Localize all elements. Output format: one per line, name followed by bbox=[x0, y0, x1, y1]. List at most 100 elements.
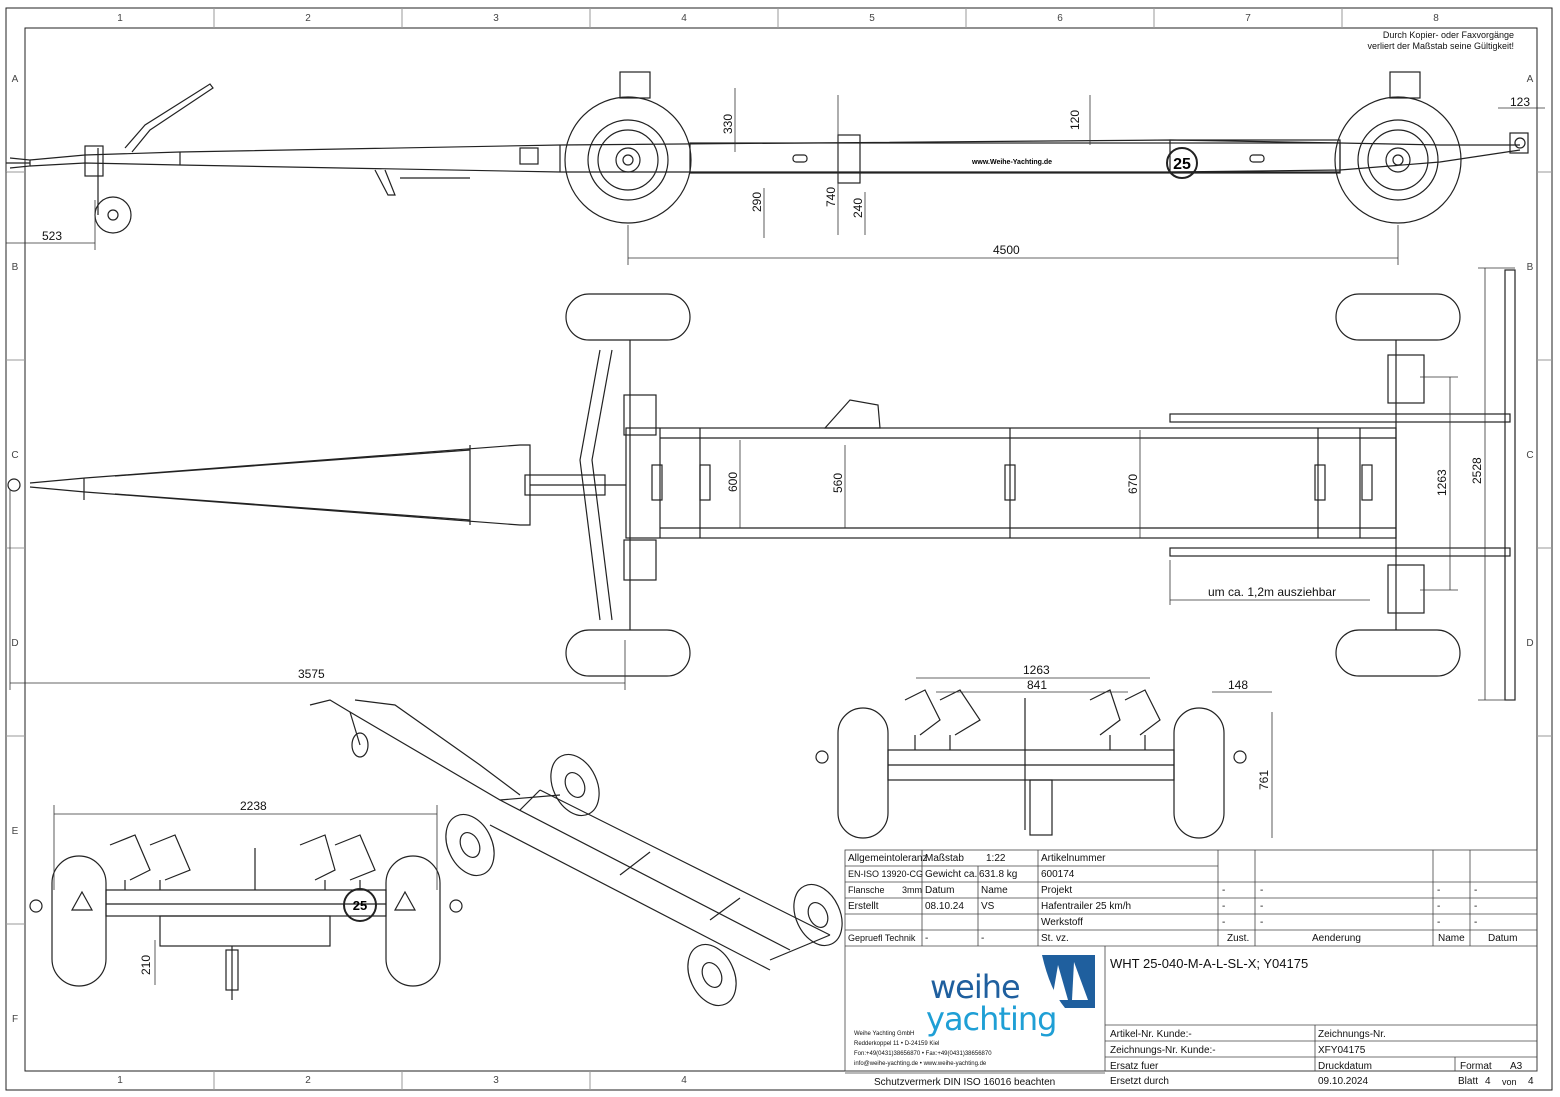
dim-330: 330 bbox=[721, 114, 735, 134]
dim-4500: 4500 bbox=[993, 243, 1020, 257]
dim-600: 600 bbox=[726, 472, 740, 492]
col-label-2: 2 bbox=[305, 13, 311, 24]
tb-massstab-val: 1:22 bbox=[986, 853, 1006, 864]
dim-2528: 2528 bbox=[1470, 457, 1484, 484]
extend-note: um ca. 1,2m ausziehbar bbox=[1208, 585, 1336, 599]
tb-gewicht-val: 631.8 kg bbox=[979, 869, 1018, 880]
tb-name-label: Name bbox=[981, 885, 1008, 896]
tb-rev-dash-2a: - bbox=[1222, 901, 1226, 912]
tb-zeichnung-kunde: Zeichnungs-Nr. Kunde:- bbox=[1110, 1045, 1216, 1056]
row-label-right-c: C bbox=[1526, 450, 1533, 461]
dim-123: 123 bbox=[1510, 95, 1530, 109]
front-view bbox=[29, 834, 463, 1000]
tb-company-line-1: Weihe Yachting GmbH bbox=[854, 1031, 915, 1037]
tb-datum-label: Datum bbox=[925, 885, 955, 896]
tb-geprueft-date: - bbox=[925, 933, 929, 944]
tb-massstab-label: Maßstab bbox=[925, 853, 964, 864]
front-speed-badge: 25 bbox=[353, 898, 367, 913]
tb-von-label: von bbox=[1502, 1077, 1517, 1087]
row-label-right-a: A bbox=[1527, 74, 1534, 85]
dim-523: 523 bbox=[42, 229, 62, 243]
tb-company-line-2: Redderkoppel 11 • D-24159 Kiel bbox=[854, 1041, 940, 1047]
tb-schutzvermerk: Schutzvermerk DIN ISO 16016 beachten bbox=[874, 1077, 1056, 1088]
tb-format-label: Format bbox=[1460, 1061, 1492, 1072]
tb-rev-dash-3a: - bbox=[1222, 917, 1226, 928]
dim-761: 761 bbox=[1257, 770, 1271, 790]
col-label-bottom-1: 1 bbox=[117, 1075, 123, 1086]
dim-560: 560 bbox=[831, 473, 845, 493]
tb-allgemein: Allgemeintoleranz bbox=[848, 853, 928, 864]
tb-blatt-val: 4 bbox=[1485, 1076, 1491, 1087]
title-block-grid bbox=[844, 849, 1538, 1074]
tb-rev-dash-3b: - bbox=[1260, 917, 1264, 928]
side-brand-text: www.Weihe-Yachting.de bbox=[971, 159, 1052, 166]
tb-ersetzt-durch: Ersetzt durch bbox=[1110, 1076, 1169, 1087]
tb-rev-header-datum: Datum bbox=[1488, 933, 1518, 944]
dim-2238: 2238 bbox=[240, 799, 267, 813]
row-label-c: C bbox=[11, 450, 18, 461]
rear-view bbox=[815, 689, 1247, 839]
front-view-dim-labels: 2238 210 bbox=[139, 799, 267, 975]
tb-company-line-3: Fon:+49(0431)38656870 • Fax:+49(0431)386… bbox=[854, 1051, 992, 1057]
dim-148: 148 bbox=[1228, 678, 1248, 692]
tb-druckdatum-val: 09.10.2024 bbox=[1318, 1076, 1369, 1087]
col-label-5: 5 bbox=[869, 13, 875, 24]
tb-druckdatum-label: Druckdatum bbox=[1318, 1061, 1372, 1072]
rear-view-dim-labels: 1263 841 148 761 bbox=[1023, 663, 1271, 790]
col-label-7: 7 bbox=[1245, 13, 1251, 24]
tb-projekt-val: Hafentrailer 25 km/h bbox=[1041, 901, 1132, 912]
front-view-dimensions bbox=[53, 805, 438, 985]
tb-rev-dash-2b: - bbox=[1260, 901, 1264, 912]
logo-yachting: yachting bbox=[926, 1000, 1057, 1038]
tb-rev-dash-3c: - bbox=[1437, 917, 1441, 928]
tb-rev-dash-3d: - bbox=[1474, 917, 1478, 928]
col-label-3: 3 bbox=[493, 13, 499, 24]
side-speed-badge: 25 bbox=[1173, 156, 1191, 173]
tb-rev-dash-2c: - bbox=[1437, 901, 1441, 912]
rear-view-dimensions bbox=[916, 677, 1273, 838]
tb-zeichnungs-nr-val: XFY04175 bbox=[1318, 1045, 1366, 1056]
copy-notice: Durch Kopier- oder Faxvorgänge verliert … bbox=[1367, 30, 1514, 52]
dim-120: 120 bbox=[1068, 110, 1082, 130]
tb-company-line-4: info@weihe-yachting.de • www.weihe-yacht… bbox=[854, 1061, 987, 1067]
col-label-bottom-4: 4 bbox=[681, 1075, 687, 1086]
frame-column-labels: 1 2 3 4 5 6 7 8 1 2 3 4 A B C D E F A B … bbox=[11, 13, 1533, 1086]
frame-column-ticks bbox=[6, 8, 1552, 1090]
tb-von-val: 4 bbox=[1528, 1076, 1534, 1087]
dim-841: 841 bbox=[1027, 678, 1047, 692]
isometric-view bbox=[309, 699, 843, 1007]
tb-erstellt-label: Erstellt bbox=[848, 901, 879, 912]
dim-240: 240 bbox=[851, 198, 865, 218]
tb-erstellt-name: VS bbox=[981, 901, 995, 912]
tb-artikelnummer-val: 600174 bbox=[1041, 869, 1075, 880]
tb-rev-header-aenderung: Aenderung bbox=[1312, 933, 1361, 944]
tb-erstellt-date: 08.10.24 bbox=[925, 901, 964, 912]
col-label-8: 8 bbox=[1433, 13, 1439, 24]
logo-weihe: weihe bbox=[930, 968, 1021, 1006]
tb-flansche: Flansche bbox=[848, 885, 885, 895]
tb-gewicht-label: Gewicht ca. bbox=[925, 869, 978, 880]
row-label-b: B bbox=[12, 262, 19, 273]
tb-format-val: A3 bbox=[1510, 1061, 1523, 1072]
row-label-d: D bbox=[11, 638, 18, 649]
tb-ersatz-fuer: Ersatz fuer bbox=[1110, 1061, 1159, 1072]
col-label-4: 4 bbox=[681, 13, 687, 24]
tb-rev-dash-1c: - bbox=[1437, 885, 1441, 896]
dim-740: 740 bbox=[824, 187, 838, 207]
top-view-dimensions bbox=[9, 267, 1515, 701]
dim-3575: 3575 bbox=[298, 667, 325, 681]
tb-blatt-label: Blatt bbox=[1458, 1076, 1479, 1087]
copy-notice-line1: Durch Kopier- oder Faxvorgänge bbox=[1382, 30, 1514, 40]
col-label-1: 1 bbox=[117, 13, 123, 24]
row-label-e: E bbox=[12, 826, 19, 837]
top-view bbox=[7, 269, 1516, 701]
tb-rev-dash-1d: - bbox=[1474, 885, 1478, 896]
drawing-frame bbox=[5, 7, 1553, 1091]
tb-flansche-val: 3mm bbox=[902, 885, 922, 895]
tb-projekt-label: Projekt bbox=[1041, 885, 1073, 896]
tb-rev-dash-1b: - bbox=[1260, 885, 1264, 896]
tb-geprueft-label: Gepruefl Technik bbox=[848, 933, 916, 943]
tb-rev-dash-1a: - bbox=[1222, 885, 1226, 896]
tb-rev-header-zust: Zust. bbox=[1227, 933, 1250, 944]
